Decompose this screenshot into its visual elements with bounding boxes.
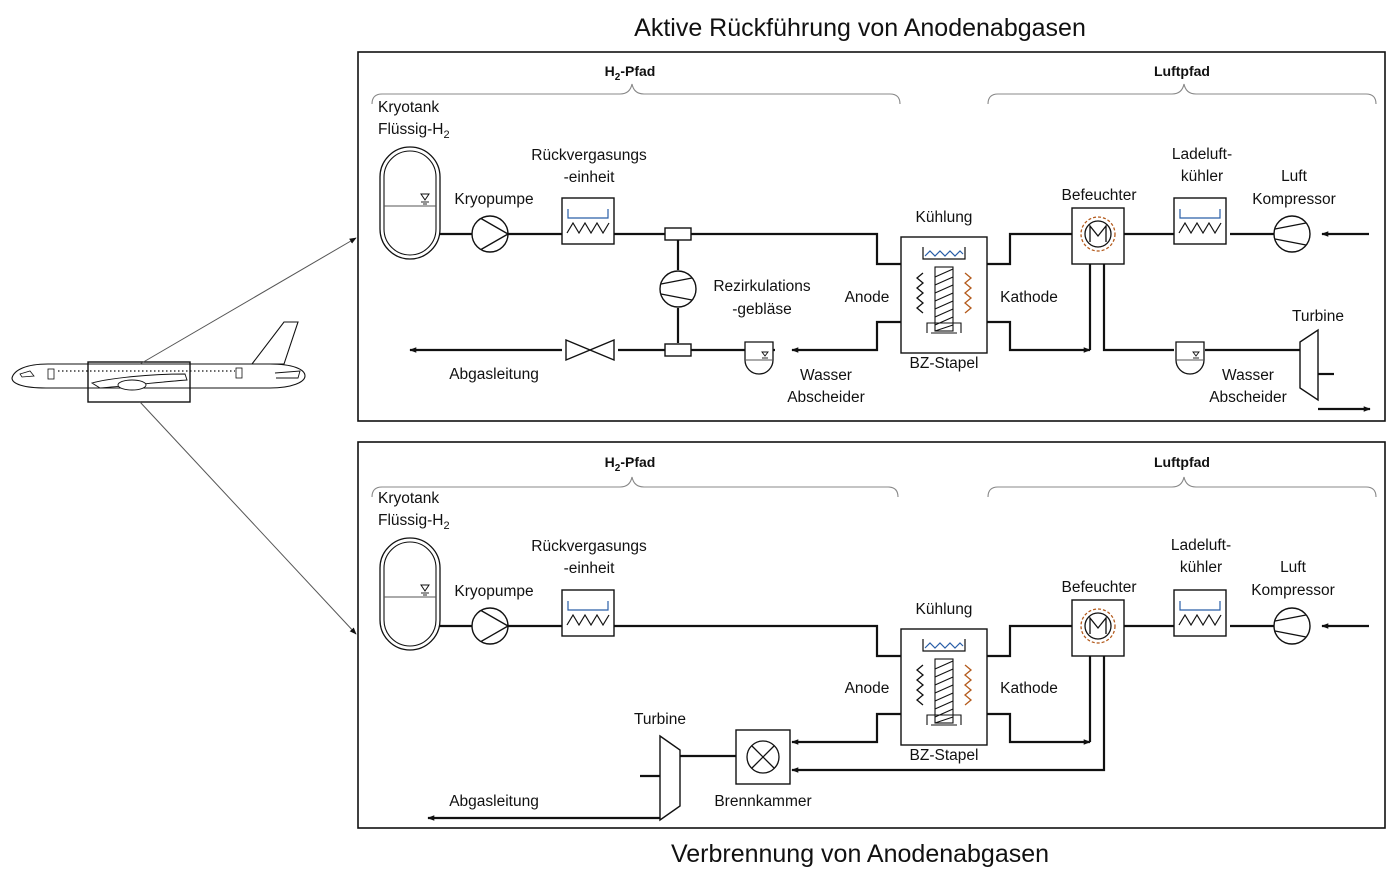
water-label: Wasser: [800, 367, 852, 384]
panel-top: H2-Pfad Luftpfad Kryotank: [357, 51, 1386, 422]
exhaust-label: Abgasleitung: [449, 793, 539, 810]
title-top: Aktive Rückführung von Anodenabgasen: [634, 14, 1086, 42]
air-path-header: Luftpfad: [1154, 454, 1210, 470]
regasification-unit: [561, 197, 615, 245]
zoom-arrow-top: [139, 237, 357, 365]
humidifier-label: Befeuchter: [1062, 187, 1137, 204]
charge-cooler-label: Ladeluft-: [1171, 537, 1231, 554]
humidifier: [1071, 207, 1125, 265]
humidifier-label: Befeuchter: [1062, 579, 1137, 596]
h2-path-brace: [371, 476, 899, 498]
fuel-cell-stack: [900, 236, 988, 354]
compressor-label: Kompressor: [1251, 582, 1335, 599]
cathode-label: Kathode: [1000, 289, 1058, 306]
water-separator-air: [1175, 341, 1205, 375]
turbine-label: Turbine: [634, 711, 686, 728]
recirc-label-2: -gebläse: [732, 301, 791, 318]
tank-label: Kryotank: [378, 99, 439, 116]
charge-cooler-label: Ladeluft-: [1172, 146, 1232, 163]
air-label: Luft: [1280, 559, 1307, 576]
valve-icon: [565, 338, 615, 362]
separator-label-air: Abscheider: [1209, 389, 1287, 406]
recirculation-blower: [659, 270, 697, 308]
stack-label: BZ-Stapel: [910, 355, 979, 372]
regas-label: Rückvergasungs: [531, 538, 647, 555]
regas-label-2: -einheit: [564, 169, 616, 186]
air-path-brace: [987, 83, 1377, 105]
humidifier: [1071, 599, 1125, 657]
h2-path-header: H2-Pfad: [605, 454, 656, 474]
air-path-brace: [987, 476, 1377, 498]
airplane-icon: [11, 321, 306, 403]
charge-air-cooler: [1173, 197, 1227, 245]
tank-label: Kryotank: [378, 490, 439, 507]
cryo-pump: [471, 215, 509, 253]
turbine-label: Turbine: [1292, 308, 1344, 325]
separator-label: Abscheider: [787, 389, 865, 406]
fuel-cell-stack: [900, 628, 988, 746]
cryotank: [379, 146, 441, 260]
anode-label: Anode: [845, 680, 890, 697]
water-separator: [744, 341, 774, 375]
charge-cooler-label-2: kühler: [1181, 168, 1223, 185]
cooling-label: Kühlung: [916, 209, 973, 226]
charge-cooler-label-2: kühler: [1180, 559, 1222, 576]
regas-label: Rückvergasungs: [531, 147, 647, 164]
tank-label-2: Flüssig-H2: [378, 512, 450, 532]
regasification-unit: [561, 589, 615, 637]
turbine: [1299, 329, 1319, 401]
h2-path-brace: [371, 83, 901, 105]
turbine: [659, 734, 681, 822]
air-label: Luft: [1281, 168, 1308, 185]
air-compressor: [1273, 215, 1311, 253]
stack-label: BZ-Stapel: [910, 747, 979, 764]
cryotank: [379, 537, 441, 651]
tank-label-2: Flüssig-H2: [378, 121, 450, 141]
exhaust-label: Abgasleitung: [449, 366, 539, 383]
pump-label: Kryopumpe: [454, 191, 533, 208]
combustor-label: Brennkammer: [714, 793, 811, 810]
air-path-header: Luftpfad: [1154, 63, 1210, 79]
pump-label: Kryopumpe: [454, 583, 533, 600]
title-bottom: Verbrennung von Anodenabgasen: [671, 840, 1049, 868]
tee-junction: [664, 343, 692, 357]
water-label-air: Wasser: [1222, 367, 1274, 384]
recirc-label: Rezirkulations: [713, 278, 811, 295]
panel-bottom: H2-Pfad Luftpfad Kryotan: [357, 441, 1386, 829]
compressor-label: Kompressor: [1252, 191, 1336, 208]
zoom-arrow-bottom: [139, 401, 357, 635]
combustion-chamber: [735, 729, 791, 785]
cooling-label: Kühlung: [916, 601, 973, 618]
h2-path-header: H2-Pfad: [605, 63, 656, 83]
air-compressor: [1273, 607, 1311, 645]
charge-air-cooler: [1173, 589, 1227, 637]
tee-junction: [664, 227, 692, 241]
cryo-pump: [471, 607, 509, 645]
cathode-label: Kathode: [1000, 680, 1058, 697]
anode-label: Anode: [845, 289, 890, 306]
regas-label-2: -einheit: [564, 560, 616, 577]
